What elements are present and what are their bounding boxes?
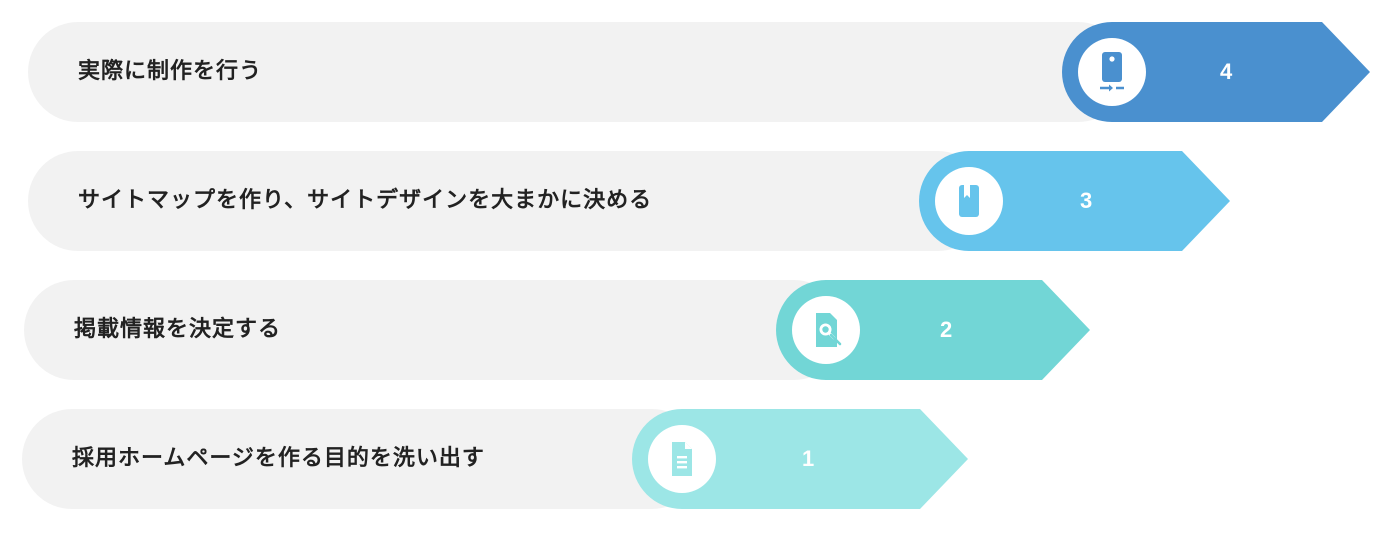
- step-arrow: 3: [919, 151, 1230, 251]
- step-bar: [28, 151, 988, 251]
- mobile-device-icon: [1078, 38, 1146, 106]
- step-number: 3: [1080, 188, 1093, 213]
- step-label: 実際に制作を行う: [78, 59, 263, 84]
- step-bar: [28, 22, 1128, 122]
- step-label: 採用ホームページを作る目的を洗い出す: [72, 446, 485, 471]
- icon-badge: [648, 425, 716, 493]
- icon-badge: [792, 296, 860, 364]
- step-number: 4: [1220, 59, 1233, 84]
- document-icon: [648, 425, 716, 493]
- step-bar: [22, 409, 702, 509]
- step-arrow: 4: [1062, 22, 1370, 122]
- step-arrow: 1: [632, 409, 968, 509]
- step-2: 掲載情報を決定する 2: [24, 280, 1090, 380]
- icon-badge: [1078, 38, 1146, 106]
- step-number: 2: [940, 317, 953, 342]
- step-label: 掲載情報を決定する: [74, 317, 282, 342]
- step-1: 採用ホームページを作る目的を洗い出す 1: [22, 409, 968, 509]
- icon-badge: [935, 167, 1003, 235]
- step-bar: [24, 280, 844, 380]
- step-number: 1: [802, 446, 815, 471]
- book-icon: [935, 167, 1003, 235]
- step-4: 実際に制作を行う 4: [28, 22, 1370, 122]
- step-3: サイトマップを作り、サイトデザインを大まかに決める 3: [28, 151, 1230, 251]
- document-search-icon: [792, 296, 860, 364]
- step-arrow: 2: [776, 280, 1090, 380]
- step-label: サイトマップを作り、サイトデザインを大まかに決める: [78, 188, 653, 213]
